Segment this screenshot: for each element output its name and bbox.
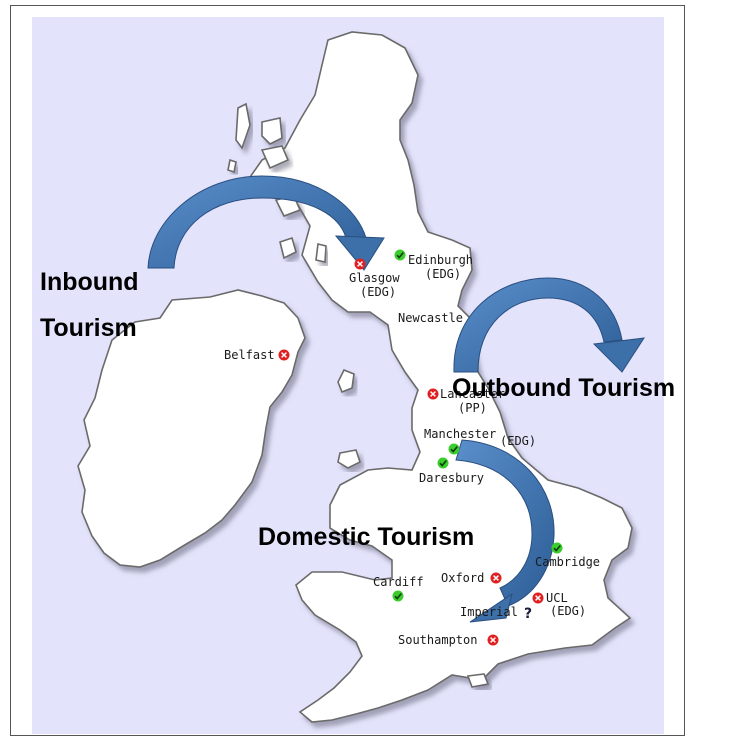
ireland-landmass bbox=[77, 289, 306, 568]
inbound-label-line2: Tourism bbox=[40, 314, 137, 342]
imperial-label: Imperial bbox=[460, 605, 518, 619]
glasgow-status-icon bbox=[354, 258, 366, 270]
ucl-status-icon bbox=[532, 592, 544, 604]
belfast-status-icon bbox=[278, 349, 290, 361]
inbound-arrow bbox=[147, 175, 385, 271]
domestic-label: Domestic Tourism bbox=[258, 523, 474, 551]
ucl-sub-label: (EDG) bbox=[550, 604, 586, 618]
domestic-arrow bbox=[455, 439, 555, 623]
manchester-label: Manchester bbox=[424, 427, 496, 441]
cambridge-status-icon bbox=[551, 542, 563, 554]
cardiff-label: Cardiff bbox=[373, 575, 424, 589]
skye bbox=[260, 145, 290, 170]
manchester-sub-label: (EDG) bbox=[500, 434, 536, 448]
edinburgh-status-icon bbox=[394, 249, 406, 261]
edinburgh-sub-label: (EDG) bbox=[425, 267, 461, 281]
ucl-label: UCL bbox=[546, 591, 568, 605]
lancaster-sub-label: (PP) bbox=[458, 401, 487, 415]
hebrides-3 bbox=[227, 158, 237, 174]
daresbury-status-icon bbox=[437, 457, 449, 469]
newcastle-label: Newcastle bbox=[398, 311, 463, 325]
anglesey bbox=[337, 449, 361, 469]
belfast-label: Belfast bbox=[224, 348, 275, 362]
glasgow-label: Glasgow bbox=[349, 271, 400, 285]
imperial-unknown-icon: ? bbox=[524, 606, 532, 622]
manchester-status-icon bbox=[448, 443, 460, 455]
hebrides-1 bbox=[235, 102, 251, 150]
islay bbox=[279, 236, 297, 260]
oxford-label: Oxford bbox=[441, 571, 484, 585]
oxford-status-icon bbox=[490, 572, 502, 584]
cardiff-status-icon bbox=[392, 590, 404, 602]
inbound-label-line1: Inbound bbox=[40, 268, 139, 296]
arran bbox=[315, 243, 327, 263]
edinburgh-label: Edinburgh bbox=[408, 253, 473, 267]
isle-of-wight bbox=[466, 673, 490, 688]
daresbury-label: Daresbury bbox=[419, 471, 484, 485]
cambridge-label: Cambridge bbox=[535, 555, 600, 569]
lancaster-status-icon bbox=[427, 388, 439, 400]
southampton-label: Southampton bbox=[398, 633, 477, 647]
southampton-status-icon bbox=[487, 634, 499, 646]
lancaster-label: Lancaster bbox=[440, 387, 505, 401]
outbound-label: Outbound Tourism bbox=[452, 374, 675, 402]
isle-of-man bbox=[337, 368, 355, 394]
glasgow-sub-label: (EDG) bbox=[360, 285, 396, 299]
hebrides-2 bbox=[261, 117, 283, 145]
outbound-arrow bbox=[453, 277, 645, 373]
